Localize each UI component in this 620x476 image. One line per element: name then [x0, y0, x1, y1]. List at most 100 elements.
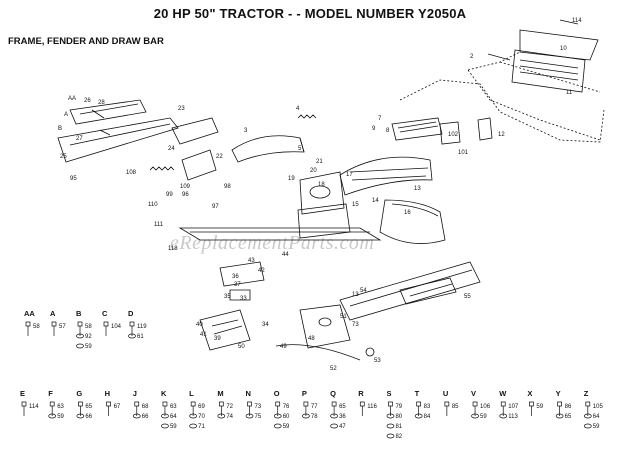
hardware-part-number: 81 [395, 424, 402, 430]
hardware-part-number: 65 [85, 404, 92, 410]
hardware-part-number: 75 [255, 414, 262, 420]
nut-icon [273, 413, 282, 419]
hardware-letter-label: S [386, 389, 391, 398]
callout-label: 9 [372, 126, 376, 132]
hardware-letter-label: Q [330, 389, 336, 398]
callout-label: 43 [248, 258, 255, 264]
callout-label: 95 [70, 176, 77, 182]
hardware-part-number: 69 [198, 404, 205, 410]
hardware-part-number: 59 [170, 424, 177, 430]
nut-icon [583, 413, 592, 419]
hardware-part-number: 92 [85, 334, 92, 340]
callout-label: 108 [126, 170, 137, 176]
hardware-part-number: 77 [311, 404, 318, 410]
nut-icon [161, 423, 169, 429]
diagram-title: 20 HP 50" TRACTOR - - MODEL NUMBER Y2050… [153, 6, 467, 21]
nut-icon [273, 423, 282, 429]
hardware-letter-label: D [128, 309, 134, 318]
callout-label: 16 [404, 210, 411, 216]
bolt-icon [359, 401, 365, 416]
hood-part [339, 156, 433, 196]
callout-label: 28 [98, 100, 105, 106]
bolt-icon [51, 321, 57, 336]
dashed-outline [399, 79, 605, 143]
hardware-letter-label: E [20, 389, 25, 398]
hardware-part-number: 86 [565, 404, 572, 410]
hardware-part-number: 74 [226, 414, 233, 420]
callout-label: 20 [310, 168, 317, 174]
callout-label: 23 [178, 106, 185, 112]
callout-label: 49 [280, 344, 287, 350]
support-bracket [219, 261, 265, 287]
callout-label: 13 [352, 292, 359, 298]
nut-icon [189, 423, 197, 429]
hardware-part-number: 76 [283, 404, 290, 410]
hardware-part-number: 119 [137, 324, 147, 330]
callout-label: 41 [200, 332, 207, 338]
callout-label: 36 [232, 274, 239, 280]
bolt-icon [444, 401, 450, 416]
nut-icon [414, 413, 423, 419]
bracket-part [439, 121, 461, 145]
hardware-part-number: 106 [480, 404, 491, 410]
callout-label: 7 [378, 116, 382, 122]
hardware-part-number: 59 [283, 424, 290, 430]
hardware-letter-label: K [161, 389, 167, 398]
hardware-part-number: 59 [536, 404, 543, 410]
hardware-part-number: 63 [170, 404, 177, 410]
nut-icon [76, 413, 85, 419]
hardware-part-number: 57 [59, 324, 66, 330]
nut-icon [330, 413, 338, 419]
nut-icon [302, 413, 310, 419]
hitch-plate-part [199, 309, 251, 351]
hardware-part-number: 72 [226, 404, 233, 410]
draw-bar-part [299, 304, 351, 349]
nut-icon [386, 423, 395, 429]
callout-label: 14 [372, 198, 379, 204]
hardware-letter-label: T [415, 389, 420, 398]
callout-label: 44 [282, 252, 289, 258]
nut-icon [76, 343, 84, 349]
nut-icon [330, 423, 338, 429]
hardware-part-number: 47 [339, 424, 346, 430]
steering-console [297, 203, 351, 239]
hardware-part-number: 66 [142, 414, 149, 420]
hardware-letter-label: C [102, 309, 108, 318]
nut-icon [76, 333, 84, 339]
callout-label: 11 [566, 90, 573, 96]
hardware-part-number: 66 [85, 414, 92, 420]
callout-label: 109 [180, 184, 191, 190]
callout-label: 110 [148, 202, 158, 208]
hardware-letter-label: Y [556, 389, 561, 398]
hardware-part-number: 73 [255, 404, 262, 410]
hardware-letter-label: A [50, 309, 56, 318]
callout-label: AA [68, 96, 76, 102]
hardware-part-number: 78 [311, 414, 318, 420]
callout-label: 33 [240, 296, 247, 302]
hardware-part-number: 58 [85, 324, 92, 330]
hardware-letter-label: L [189, 389, 194, 398]
callout-label: 114 [572, 18, 582, 24]
hardware-part-number: 60 [283, 414, 290, 420]
nut-icon [132, 413, 141, 419]
axle-bar-part [275, 344, 361, 361]
callout-label: 48 [308, 336, 315, 342]
nut-icon [386, 433, 395, 439]
callout-label: 96 [182, 192, 189, 198]
callout-label: 13 [414, 186, 421, 192]
callout-label: 37 [234, 282, 241, 288]
callout-label: 98 [224, 184, 231, 190]
bolt-icon [25, 321, 31, 336]
hardware-part-number: 59 [480, 414, 487, 420]
spring-part [297, 114, 317, 119]
hardware-part-number: 70 [198, 414, 205, 420]
hardware-letter-label: Z [584, 389, 589, 398]
seat-bracket-part [181, 149, 217, 181]
left-frame-rail [57, 117, 179, 163]
main-frame [178, 227, 382, 241]
hardware-part-number: 82 [395, 434, 402, 440]
hardware-part-number: 71 [198, 424, 205, 430]
callout-label: 111 [154, 222, 164, 228]
dash-panel-part [299, 171, 345, 215]
